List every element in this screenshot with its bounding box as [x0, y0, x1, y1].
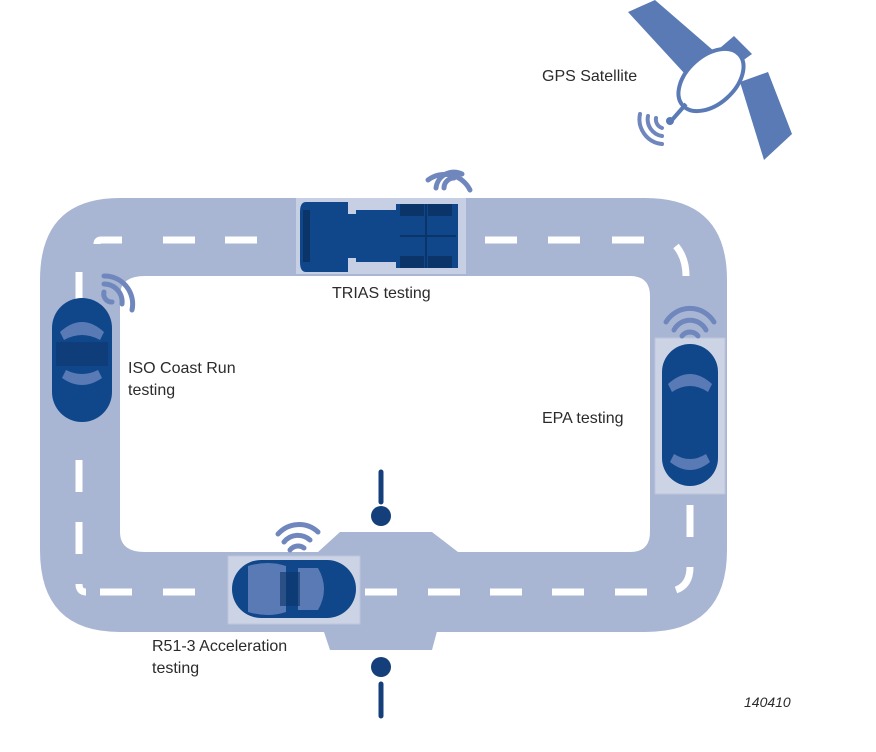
iso-testing-label: ISO Coast Run testing	[128, 358, 236, 402]
r51-testing-line1: R51-3 Acceleration	[152, 638, 288, 655]
iso-testing-line2: testing	[128, 382, 176, 399]
lane-markings	[75, 236, 694, 596]
satellite-icon	[628, 0, 792, 160]
iso-testing-line1: ISO Coast Run	[128, 360, 236, 377]
pedestrian-icon	[371, 469, 391, 526]
satellite-label: GPS Satellite	[542, 68, 638, 85]
figure-code: 140410	[744, 694, 791, 710]
pedestrian-icon	[371, 657, 391, 719]
car-icon	[52, 273, 136, 422]
truck-icon	[296, 169, 473, 274]
car-icon	[227, 522, 361, 625]
crossing-widening	[318, 532, 458, 572]
trias-testing-label: TRIAS testing	[332, 285, 431, 302]
r51-testing-line2: testing	[152, 660, 200, 677]
epa-testing-label: EPA testing	[542, 410, 624, 427]
car-icon	[654, 305, 726, 495]
r51-testing-label: R51-3 Acceleration testing	[152, 636, 287, 680]
